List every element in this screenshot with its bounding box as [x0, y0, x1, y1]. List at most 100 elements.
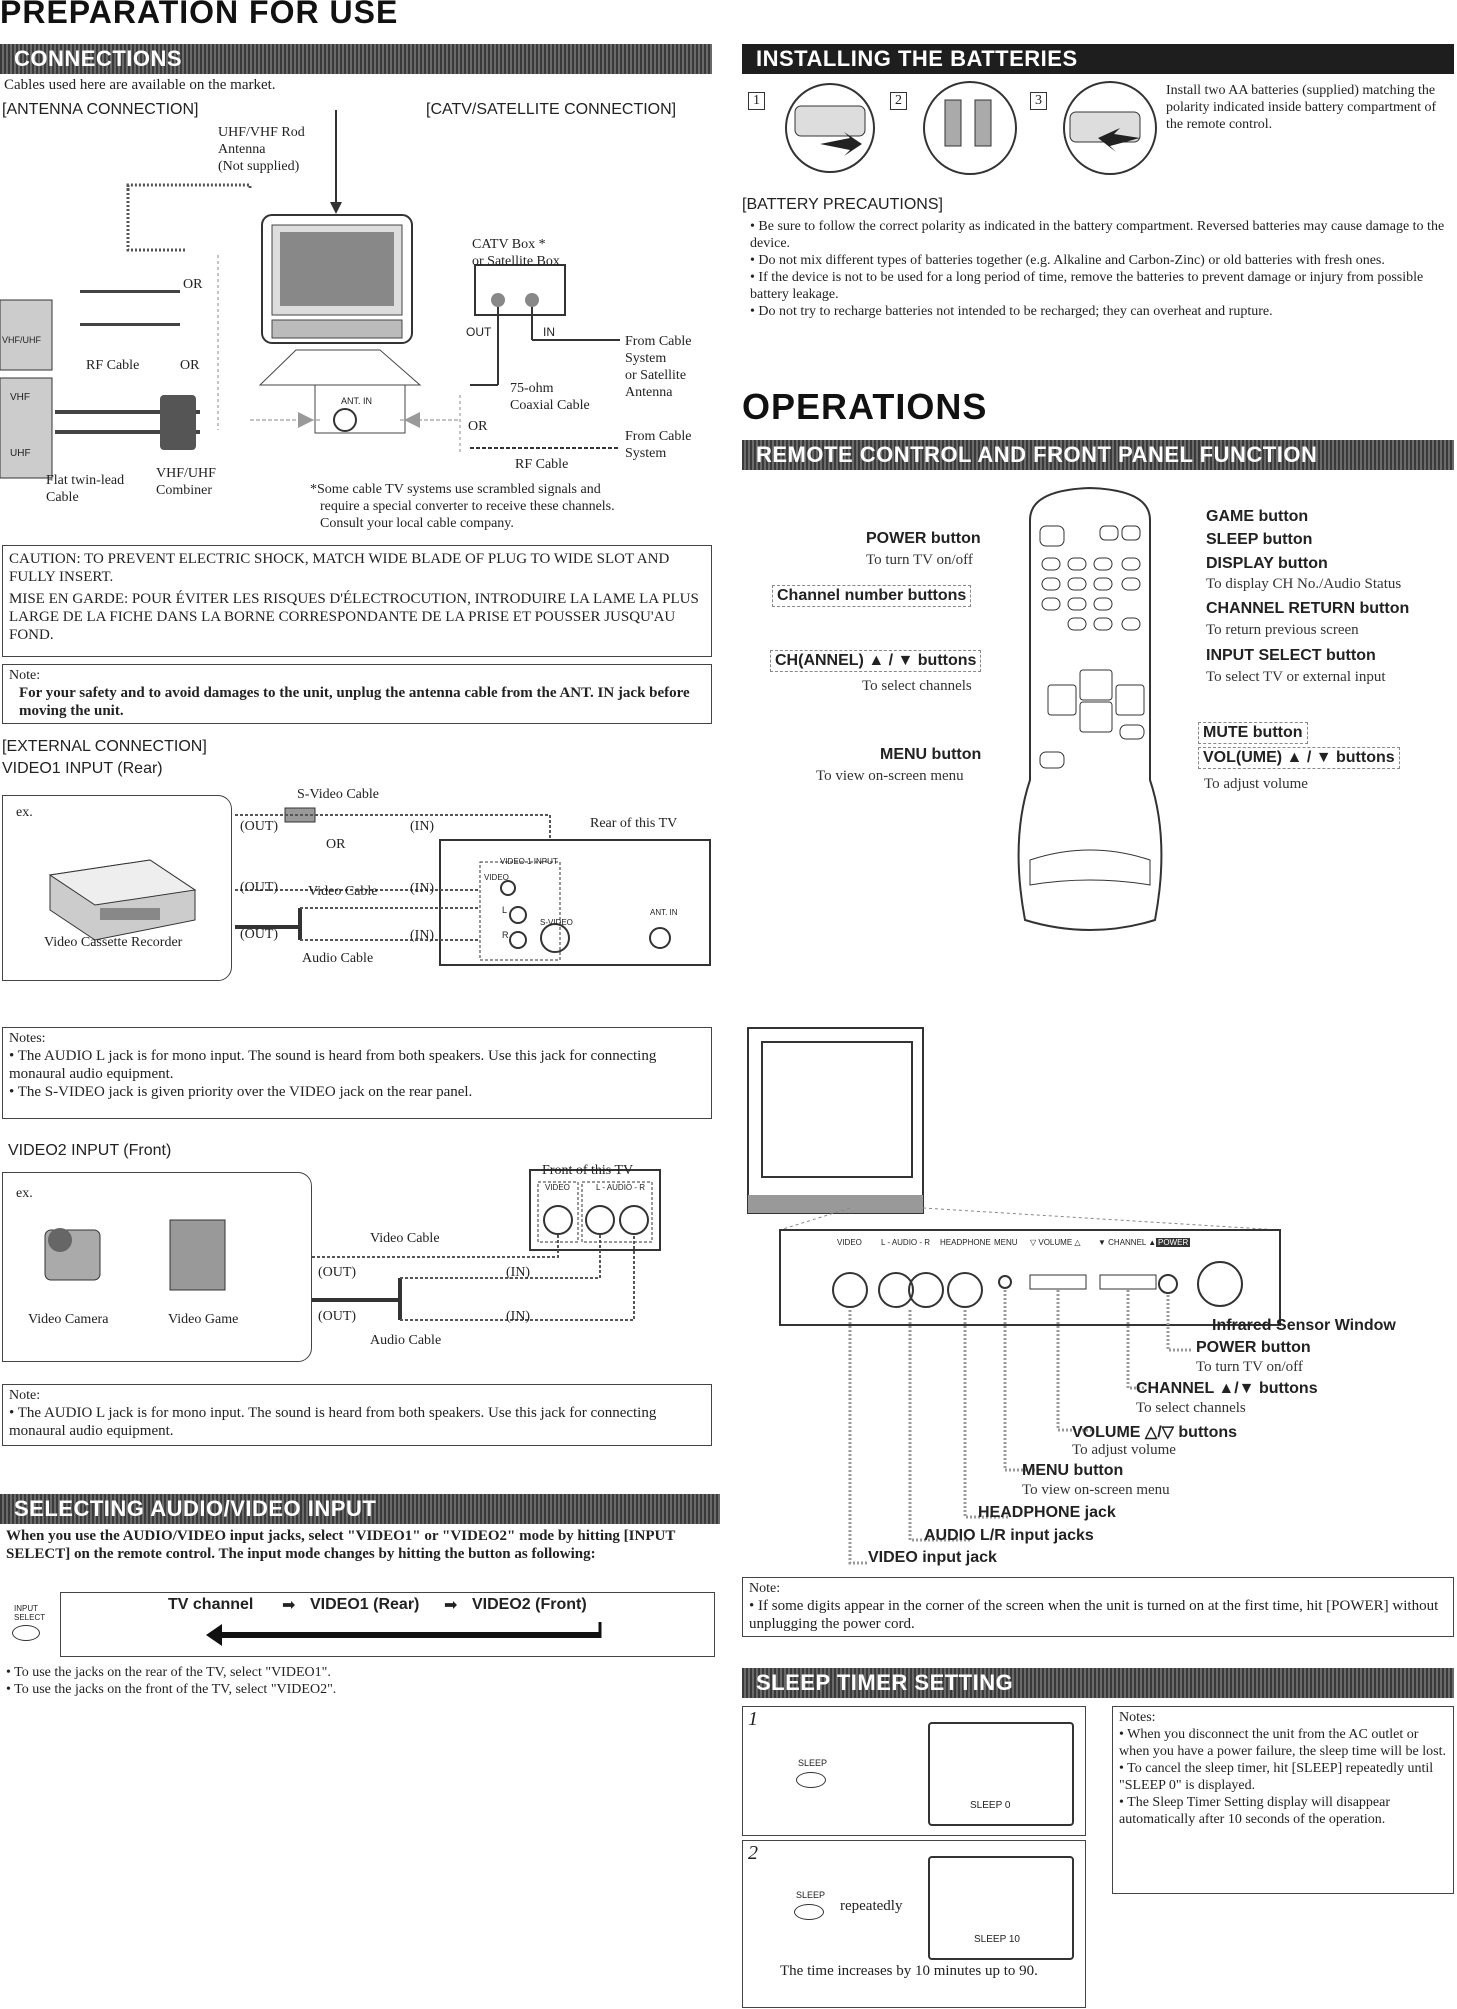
panel-volume-label: ▽ VOLUME △ [1030, 1238, 1081, 1247]
external-note-2: The S-VIDEO jack is given priority over … [9, 1083, 705, 1101]
caution-box: CAUTION: TO PREVENT ELECTRIC SHOCK, MATC… [2, 545, 712, 657]
sleep-note-1: When you disconnect the unit from the AC… [1119, 1726, 1447, 1760]
panel-power-btn-label: POWER button [1196, 1339, 1311, 1356]
panel-channel-label: ▼ CHANNEL ▲ [1098, 1238, 1157, 1247]
operations-note-title: Note: [749, 1581, 781, 1596]
antenna-note-title: Note: [9, 668, 41, 683]
selecting-bullets: • To use the jacks on the rear of the TV… [6, 1664, 336, 1698]
antenna-note-box: Note: For your safety and to avoid damag… [2, 664, 712, 724]
panel-audio-label: L - AUDIO - R [881, 1238, 931, 1247]
battery-precautions: Be sure to follow the correct polarity a… [750, 218, 1450, 320]
panel-headphone-btn-label: HEADPHONE jack [978, 1504, 1116, 1521]
front-video-label: VIDEO [545, 1183, 570, 1192]
remote-return-label: CHANNEL RETURN button [1206, 600, 1410, 617]
external-notes-title: Notes: [9, 1031, 46, 1046]
video-cable-label-1: Video Cable [308, 884, 378, 899]
precaution-1: Be sure to follow the correct polarity a… [750, 218, 1450, 252]
antenna-note-text: For your safety and to avoid damages to … [19, 685, 690, 719]
remote-vol-label: VOL(UME) ▲ / ▼ buttons [1198, 747, 1400, 769]
sleep-note-2: To cancel the sleep timer, hit [SLEEP] r… [1119, 1760, 1447, 1794]
sleep-step1-box [742, 1706, 1086, 1836]
game-label: Video Game [168, 1312, 239, 1327]
external-note-1: The AUDIO L jack is for mono input. The … [9, 1047, 705, 1083]
rod-antenna-label: UHF/VHF Rod Antenna (Not supplied) [218, 125, 305, 174]
panel-power-label: POWER [1156, 1238, 1191, 1247]
battery-step-3: 3 [1030, 92, 1047, 110]
rear-tv-label: Rear of this TV [590, 816, 678, 831]
remote-menu-label: MENU button [880, 746, 982, 763]
panel-video-label: VIDEO [837, 1238, 862, 1247]
caution-fr: MISE EN GARDE: POUR ÉVITER LES RISQUES D… [9, 591, 699, 643]
panel-channel-btn-label: CHANNEL ▲/▼ buttons [1136, 1380, 1318, 1397]
flow-video1: VIDEO1 (Rear) [310, 1596, 420, 1613]
catv-out-label: OUT [466, 325, 492, 339]
vcr-box [2, 795, 232, 981]
out-label-4: (OUT) [318, 1265, 357, 1280]
catv-box-label: CATV Box *or Satellite Box [472, 237, 560, 269]
remote-game-label: GAME button [1206, 508, 1309, 525]
remote-input-sub: To select TV or external input [1206, 669, 1386, 685]
vcr-label: Video Cassette Recorder [44, 935, 183, 950]
sleep-screen-1 [928, 1722, 1074, 1826]
selecting-bullet-1: • To use the jacks on the rear of the TV… [6, 1665, 331, 1680]
svideo-jack-label: S-VIDEO [540, 918, 573, 927]
panel-volume-sub: To adjust volume [1072, 1442, 1176, 1458]
precaution-4: Do not try to recharge batteries not int… [750, 303, 1450, 320]
or-label-1: OR [183, 277, 203, 292]
sleep-screen-2-text: SLEEP 10 [974, 1934, 1020, 1945]
precaution-2: Do not mix different types of batteries … [750, 252, 1450, 269]
flow-arrow-1: ➡ [282, 1597, 296, 1614]
video2-heading: VIDEO2 INPUT (Front) [8, 1142, 172, 1159]
scramble-note: *Some cable TV systems use scrambled sig… [310, 482, 615, 531]
vcr-diagram [48, 807, 711, 966]
catv-in-label: IN [543, 325, 555, 339]
in-label-4: (IN) [506, 1265, 531, 1280]
in-label-5: (IN) [506, 1309, 531, 1324]
sleep-key-1[interactable] [796, 1772, 826, 1788]
l-jack-label: L [502, 905, 508, 915]
selecting-bullet-2: • To use the jacks on the front of the T… [6, 1682, 337, 1697]
flow-arrow-2: ➡ [444, 1597, 458, 1614]
sleep-note-3: The Sleep Timer Setting display will dis… [1119, 1794, 1447, 1828]
audio-cable-label-2: Audio Cable [370, 1333, 442, 1348]
vhf-uhf-tag: VHF/UHF [2, 335, 41, 345]
catv-rf-label: RF Cable [515, 457, 569, 472]
catv-heading: [CATV/SATELLITE CONNECTION] [426, 101, 677, 118]
panel-video-btn-label: VIDEO input jack [868, 1549, 997, 1566]
remote-display-sub: To display CH No./Audio Status [1206, 576, 1402, 592]
input-select-key[interactable] [12, 1625, 40, 1641]
panel-menu-btn-label: MENU button [1022, 1462, 1124, 1479]
remote-display-label: DISPLAY button [1206, 555, 1328, 572]
battery-text: Install two AA batteries (supplied) matc… [1166, 83, 1437, 132]
remote-menu-sub: To view on-screen menu [816, 768, 964, 784]
sleep-screen-1-text: SLEEP 0 [970, 1800, 1011, 1811]
panel-headphone-label: HEADPHONE [940, 1238, 991, 1247]
sleep-screen-2 [928, 1856, 1074, 1960]
video1-input-label: VIDEO 1 INPUT [500, 857, 558, 866]
external-heading: [EXTERNAL CONNECTION] [2, 738, 207, 755]
operations-note-box: Note: If some digits appear in the corne… [742, 1577, 1454, 1637]
selecting-text: When you use the AUDIO/VIDEO input jacks… [6, 1528, 676, 1562]
battery-step-1: 1 [748, 92, 765, 110]
battery-step-2: 2 [890, 92, 907, 110]
in-label-2: (IN) [410, 881, 435, 896]
panel-channel-sub: To select channels [1136, 1400, 1246, 1416]
precaution-3: If the device is not to be used for a lo… [750, 269, 1450, 303]
svideo-cable-label: S-Video Cable [297, 787, 379, 802]
camera-box [2, 1172, 312, 1362]
batteries-bar: INSTALLING THE BATTERIES [742, 44, 1454, 74]
connections-bar: CONNECTIONS [0, 44, 712, 74]
in-label-3: (IN) [410, 928, 435, 943]
or-label-2: OR [180, 358, 200, 373]
channel-number-label: Channel number buttons [772, 585, 972, 607]
remote-mute-label: MUTE button [1198, 722, 1308, 744]
out-label-1: (OUT) [240, 819, 279, 834]
video-cable-label-2: Video Cable [370, 1231, 440, 1246]
operations-note: If some digits appear in the corner of t… [749, 1597, 1447, 1633]
sleep-key-2[interactable] [794, 1904, 824, 1920]
